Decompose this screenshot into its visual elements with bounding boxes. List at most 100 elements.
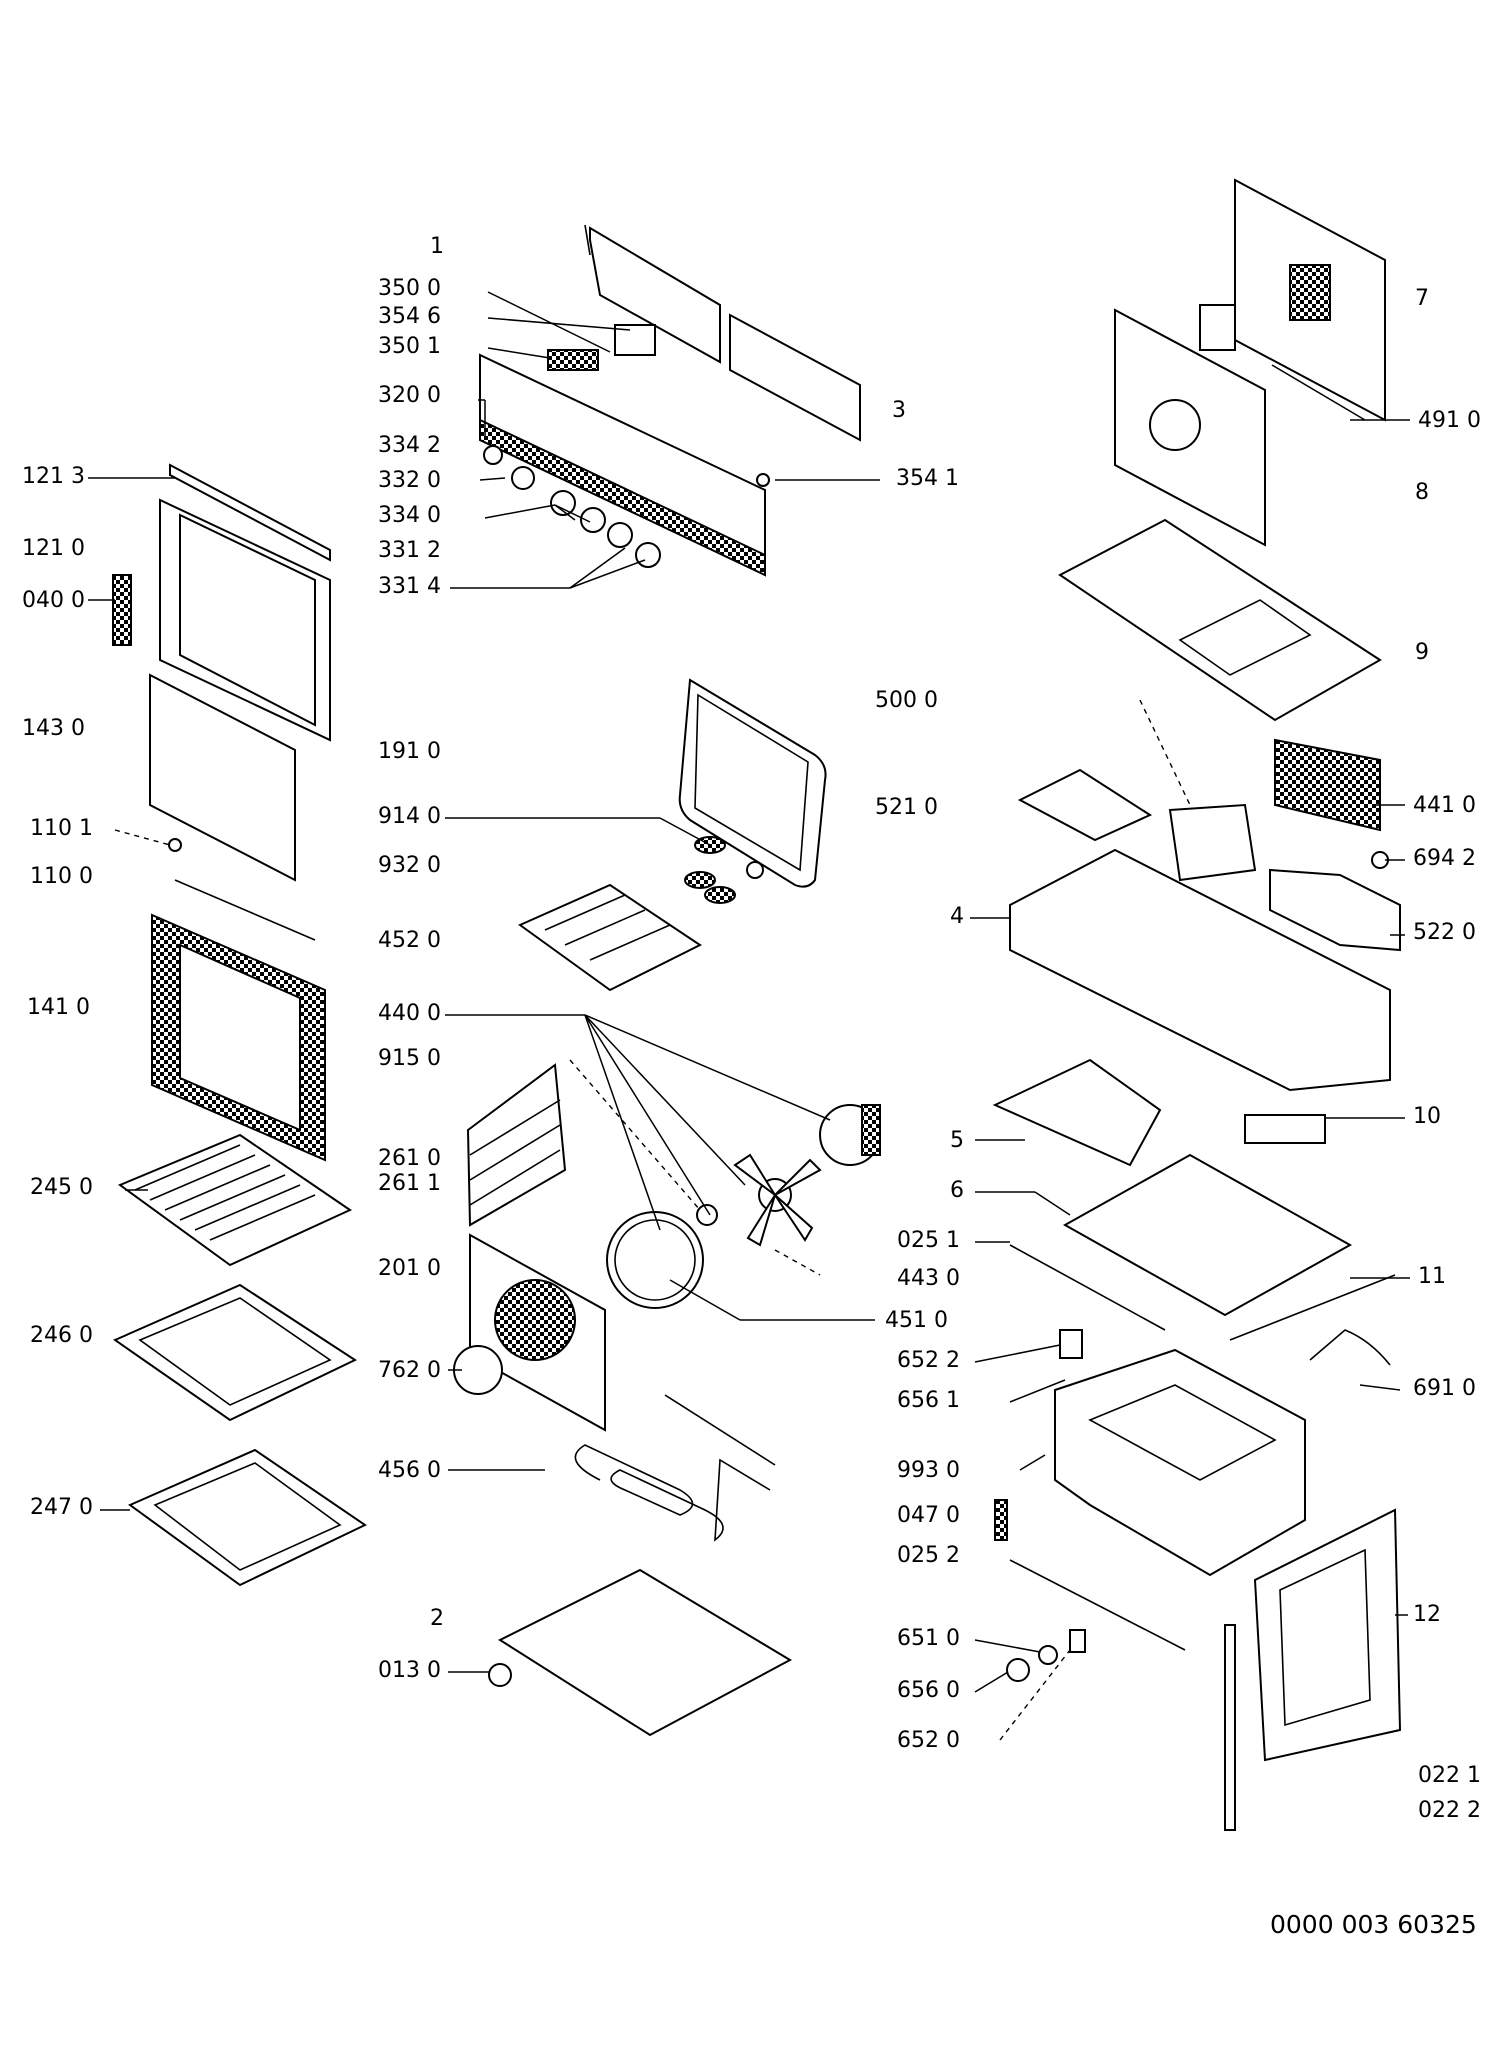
part-label: 694 2 bbox=[1413, 846, 1476, 871]
relay-part-4910 bbox=[1199, 304, 1236, 351]
cabinet-group bbox=[992, 178, 1402, 1831]
part-label: 656 1 bbox=[897, 1388, 960, 1413]
part-label: 3 bbox=[892, 398, 906, 423]
part-label: 350 0 bbox=[378, 276, 441, 301]
part-label: 8 bbox=[1415, 480, 1429, 505]
rod-part-11 bbox=[1229, 1274, 1396, 1341]
leader-lines bbox=[88, 291, 1410, 1741]
fan-grille-2010 bbox=[494, 1279, 576, 1361]
part-label: 2 bbox=[430, 1606, 444, 1631]
spring-part-9320-a bbox=[684, 871, 716, 889]
terminal-block-part-5220 bbox=[1269, 868, 1401, 952]
rail-part-0251 bbox=[1009, 1244, 1166, 1331]
part-label: 9 bbox=[1415, 640, 1429, 665]
part-label: 452 0 bbox=[378, 928, 441, 953]
part-label: 201 0 bbox=[378, 1256, 441, 1281]
mount-bracket-part-5210 bbox=[1017, 768, 1153, 842]
part-label: 4 bbox=[950, 904, 964, 929]
lamp-cover-part-6560 bbox=[1006, 1658, 1030, 1682]
part-label: 025 2 bbox=[897, 1543, 960, 1568]
foot-part-0130 bbox=[488, 1663, 512, 1687]
part-label: 354 1 bbox=[896, 466, 959, 491]
electronics-module-part-5000 bbox=[1168, 803, 1257, 882]
part-label: 013 0 bbox=[378, 1658, 441, 1683]
bottom-plate-part-2 bbox=[497, 1568, 793, 1737]
wire-rack-part-2450 bbox=[117, 1133, 353, 1267]
part-label: 350 1 bbox=[378, 334, 441, 359]
part-label: 651 0 bbox=[897, 1626, 960, 1651]
part-label: 932 0 bbox=[378, 853, 441, 878]
indicator-part-3541 bbox=[756, 473, 770, 487]
panel-bracket-part-1 bbox=[589, 226, 721, 364]
part-label: 110 1 bbox=[30, 816, 93, 841]
grill-rack-part-4520 bbox=[518, 883, 702, 992]
part-label: 040 0 bbox=[22, 588, 85, 613]
tangential-fan-part-4410 bbox=[1274, 738, 1381, 832]
spring-part-9320-b bbox=[704, 886, 736, 904]
part-label: 331 2 bbox=[378, 538, 441, 563]
part-label: 491 0 bbox=[1418, 408, 1481, 433]
part-label: 121 3 bbox=[22, 464, 85, 489]
cover-strip-part-10 bbox=[1244, 1114, 1326, 1144]
part-label: 121 0 bbox=[22, 536, 85, 561]
hinge-part-0400 bbox=[112, 574, 132, 646]
side-panel-part-12 bbox=[1253, 1508, 1402, 1762]
part-label: 441 0 bbox=[1413, 793, 1476, 818]
base-frame-part-4 bbox=[1009, 848, 1391, 1092]
switch-block-part-3501 bbox=[547, 349, 599, 371]
bracket-part-0470 bbox=[994, 1499, 1008, 1541]
lamp-holder-part-6510 bbox=[1038, 1645, 1058, 1665]
part-label: 143 0 bbox=[22, 716, 85, 741]
probe-part-6910 bbox=[1309, 1329, 1391, 1366]
baking-tray-part-2460 bbox=[112, 1283, 358, 1422]
lower-heating-element-part-4560 bbox=[574, 1444, 771, 1542]
part-label: 334 2 bbox=[378, 433, 441, 458]
part-label: 261 1 bbox=[378, 1171, 441, 1196]
part-label: 915 0 bbox=[378, 1046, 441, 1071]
part-label: 691 0 bbox=[1413, 1376, 1476, 1401]
part-label: 1 bbox=[430, 234, 444, 259]
part-label: 521 0 bbox=[875, 795, 938, 820]
part-label: 320 0 bbox=[378, 383, 441, 408]
part-label: 11 bbox=[1418, 1264, 1446, 1289]
part-label: 914 0 bbox=[378, 804, 441, 829]
door-handle-part-1100 bbox=[174, 879, 316, 941]
rail-part-0252 bbox=[1009, 1559, 1186, 1651]
control-panel-group bbox=[479, 224, 861, 577]
ring-heating-element-part-4510 bbox=[606, 1211, 704, 1309]
front-panel-trim bbox=[479, 418, 766, 577]
part-label: 652 0 bbox=[897, 1728, 960, 1753]
part-label: 332 0 bbox=[378, 468, 441, 493]
part-label: 245 0 bbox=[30, 1175, 93, 1200]
document-number: 0000 003 60325 bbox=[1270, 1910, 1477, 1939]
part-label: 993 0 bbox=[897, 1458, 960, 1483]
part-label: 762 0 bbox=[378, 1358, 441, 1383]
part-label: 025 1 bbox=[897, 1228, 960, 1253]
part-label: 141 0 bbox=[27, 995, 90, 1020]
part-label: 5 bbox=[950, 1128, 964, 1153]
fan-blade-part-9150 bbox=[733, 1153, 822, 1247]
side-strip-part-0221 bbox=[1224, 1624, 1236, 1831]
part-label: 022 1 bbox=[1418, 1763, 1481, 1788]
door-gasket-part-1910 bbox=[678, 678, 827, 888]
part-label: 6 bbox=[950, 1178, 964, 1203]
handle-cap-part-1101 bbox=[168, 838, 182, 852]
part-label: 247 0 bbox=[30, 1495, 93, 1520]
part-label: 456 0 bbox=[378, 1458, 441, 1483]
oven-cavity bbox=[1054, 1348, 1306, 1577]
rear-panel-part-3 bbox=[729, 313, 861, 442]
insulation-plate-part-6 bbox=[1062, 1153, 1353, 1317]
inner-glass-part-1430 bbox=[149, 673, 296, 882]
side-rack-part-2610 bbox=[466, 1063, 567, 1227]
part-label: 656 0 bbox=[897, 1678, 960, 1703]
door-strip-part-1213 bbox=[169, 463, 331, 562]
knob-part-3312 bbox=[607, 522, 633, 548]
outer-door-window bbox=[179, 943, 301, 1132]
part-label: 12 bbox=[1413, 1602, 1441, 1627]
part-label: 047 0 bbox=[897, 1503, 960, 1528]
part-label: 10 bbox=[1413, 1104, 1441, 1129]
part-label: 110 0 bbox=[30, 864, 93, 889]
door-glass-inner bbox=[179, 513, 316, 727]
door-group bbox=[112, 463, 367, 1587]
